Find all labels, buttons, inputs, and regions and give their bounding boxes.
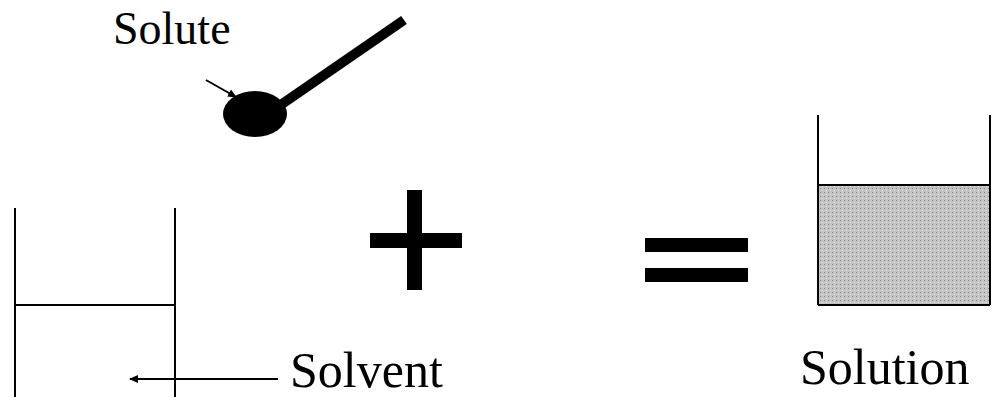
solvent-beaker <box>15 208 175 397</box>
solution-beaker <box>818 115 990 305</box>
leader-arrow <box>206 80 236 97</box>
solution-label: Solution <box>800 342 969 392</box>
solvent-label: Solvent <box>290 345 443 395</box>
solute-label: Solute <box>113 6 231 52</box>
plus-sign <box>370 190 462 290</box>
spoon-symbol <box>223 20 404 137</box>
equals-sign <box>645 238 748 282</box>
leader-arrow <box>130 378 278 380</box>
